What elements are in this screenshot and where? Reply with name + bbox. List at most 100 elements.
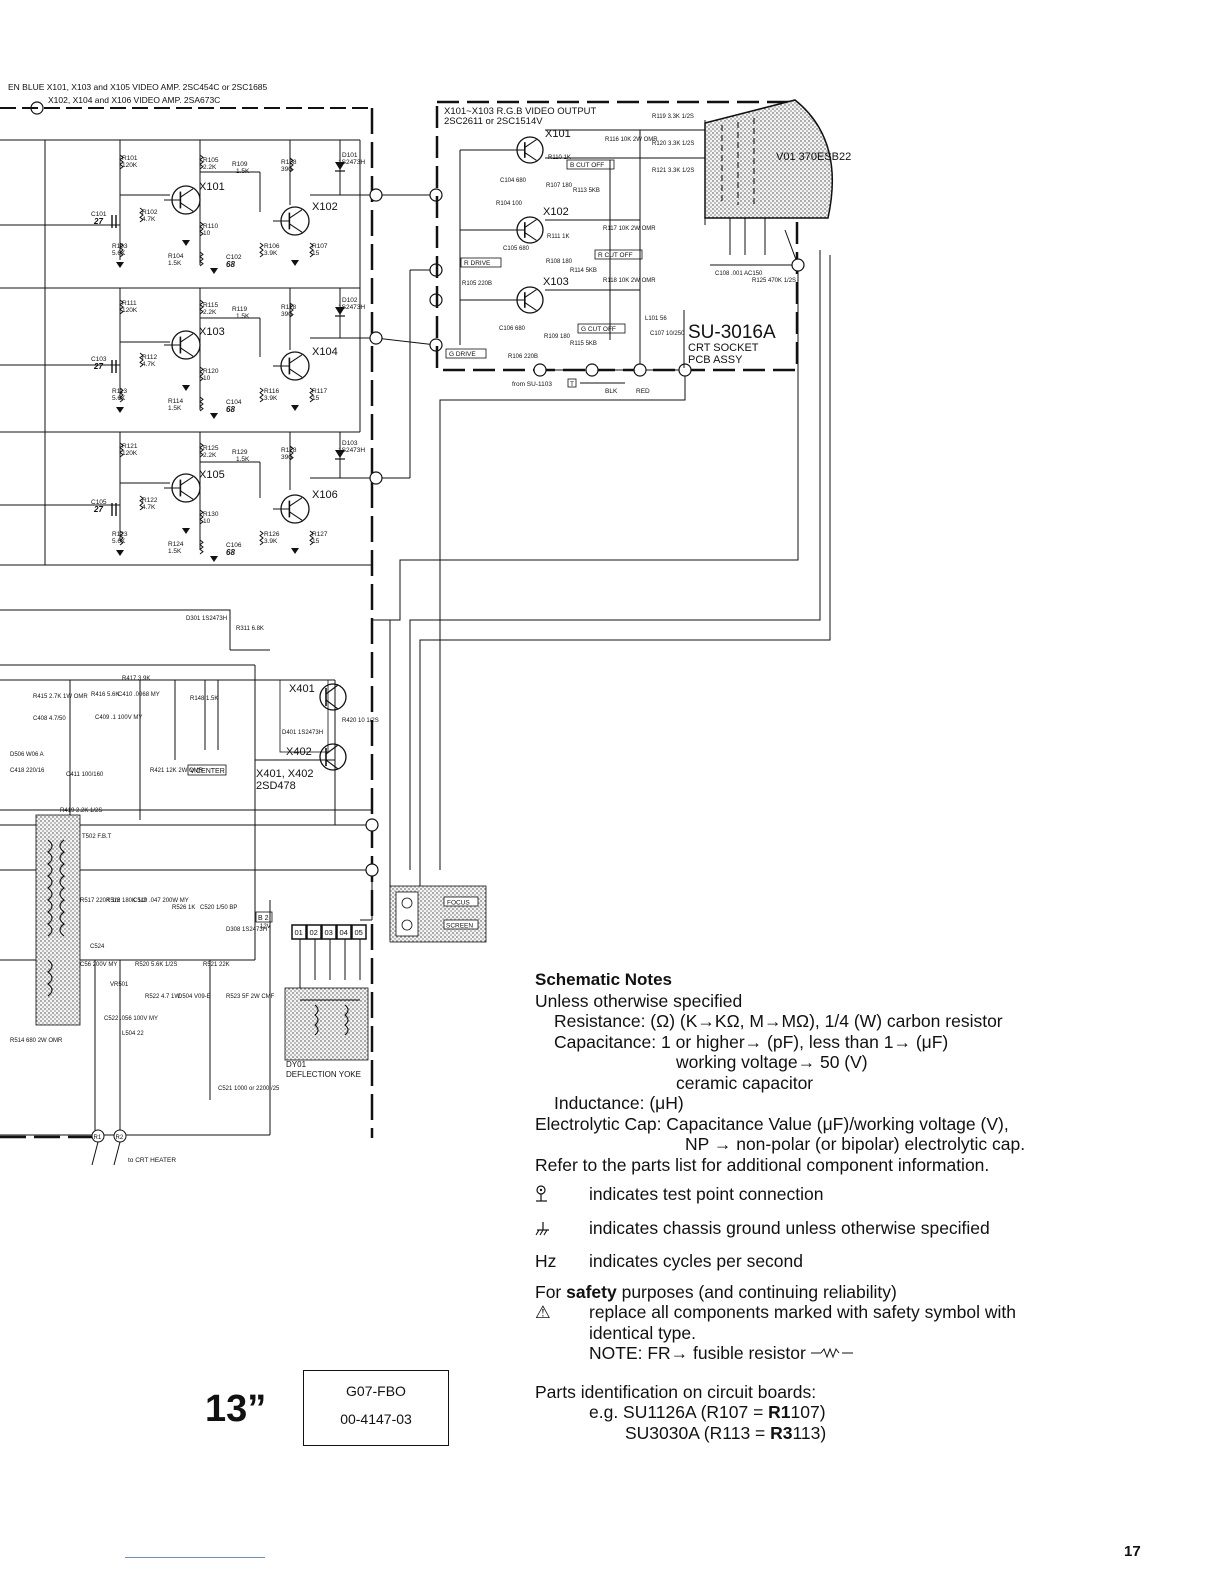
crt-component-label: R107 180 (546, 183, 573, 189)
r-e-value: 5.6K (112, 250, 126, 257)
deflection-component-label: R311 6.8K (236, 626, 264, 632)
yoke-pin-box (351, 924, 367, 940)
yoke-label-1: DY01 (286, 1060, 307, 1069)
deflection-component-label: C411 100/160 (66, 772, 104, 778)
resistor-icon (289, 302, 294, 318)
r-a-label: R104 (168, 253, 184, 260)
screen-knob-icon (401, 919, 413, 931)
r-c-label: R122 (142, 497, 158, 504)
deflection-component-label: R520 5.6K 1/2S (135, 962, 177, 968)
screen-label: SCREEN (446, 923, 473, 930)
screen-box (443, 919, 479, 930)
notes-cap-ceramic: ceramic capacitor (676, 1072, 814, 1093)
drive-box (445, 348, 487, 359)
vcenter-box (187, 764, 227, 776)
deflection-component-label: R522 4.7 1W (145, 994, 180, 1000)
r-g-label: R120 (203, 368, 219, 375)
video-amp-wiring (0, 139, 437, 566)
resistor-icon (199, 154, 204, 170)
focus-knob-icon (401, 897, 413, 909)
blk-label: BLK (605, 388, 618, 395)
r-c-value: 4.7K (142, 504, 156, 511)
crt-transistor-label: X102 (543, 206, 569, 218)
deflection-component-label: D506 W06 A (10, 752, 44, 758)
transistor-x106-icon (273, 494, 310, 524)
transistor-x103-icon (164, 330, 201, 360)
r-i-value: 15 (312, 395, 320, 402)
eg1-post: 107) (790, 1402, 826, 1422)
transistor-x104-icon (273, 351, 310, 381)
crt-component-label: R117 10K 2W OMR (603, 226, 656, 232)
deflection-component-label: L504 22 (122, 1031, 144, 1037)
diode-label: D103 (342, 440, 358, 447)
crt-component-label: C104 680 (500, 178, 527, 184)
ground-icon (182, 240, 190, 246)
yoke-pin-box (321, 924, 337, 940)
crt-component-label: C107 10/250 (650, 331, 685, 337)
resistor-icon (199, 539, 204, 555)
r-base-label: R111 (122, 300, 137, 307)
focus-label: FOCUS (447, 900, 470, 907)
red-label: RED (636, 388, 650, 395)
resistor-icon (309, 530, 314, 546)
r-i-label: R117 (312, 388, 327, 395)
yoke-pin-box (306, 924, 322, 940)
cut-off-label: R CUT OFF (598, 252, 633, 259)
drive-box (460, 257, 502, 268)
diode-label: D102 (342, 297, 358, 304)
deflection-component-label: R416 5.6K (91, 692, 119, 698)
yoke-pin-label: 02 (310, 928, 318, 937)
cut-off-label: G CUT OFF (581, 326, 616, 333)
deflection-component-label: C410 .0068 MY (118, 692, 160, 698)
crt-component-label: R119 3.3K 1/2S (652, 114, 694, 120)
cut-off-box (566, 159, 615, 170)
crt-component-label: R106 220B (508, 354, 538, 360)
r-h-value: 3.9K (264, 250, 278, 257)
resistor-icon (119, 154, 124, 170)
ground-icon (182, 385, 190, 391)
r-e-label: R113 (112, 388, 127, 395)
deflection-component-label: R420 10 1/2S (342, 718, 379, 724)
deflection-component-label: C522 .056 100V MY (104, 1016, 158, 1022)
c-in-label: C101 (91, 211, 107, 218)
x402-label: X402 (286, 746, 312, 758)
eg2-bold: R3 (770, 1422, 793, 1443)
r-j-value: 390 (281, 166, 292, 173)
crt-component-label: R115 5KB (570, 341, 597, 347)
b2-box (255, 911, 273, 923)
header-line-2: X102, X104 and X106 VIDEO AMP. 2SA673C (48, 95, 220, 105)
notes-chassis-row: indicates chassis ground unless otherwis… (535, 1218, 1215, 1243)
r-g-value: 10 (203, 230, 211, 237)
deflection-component-label: C520 1/50 BP (200, 905, 237, 911)
diode-value: 1S2473H (338, 304, 365, 311)
crt-component-label: R121 3.3K 1/2S (652, 168, 694, 174)
crt-transistor-label: X101 (545, 128, 571, 140)
crt-label-text: V01 370ESB22 (776, 151, 851, 163)
crt-component-label: R114 5KB (570, 268, 597, 274)
resistor-icon (199, 396, 204, 412)
crt-transistor-label: X103 (543, 276, 569, 288)
notes-capacitance: Capacitance: 1 or higher→ (pF), less tha… (554, 1031, 949, 1052)
flyback-coils (47, 839, 65, 997)
crt-component-label: C105 680 (503, 246, 530, 252)
notes-line-1: Unless otherwise specified (535, 990, 743, 1011)
deflection-component-label: VR501 (110, 982, 129, 988)
deflection-component-label: R523 5F 2W CMF (226, 994, 275, 1000)
vcenter-label: V.CENTER (190, 768, 225, 775)
r-a-value: 1.5K (168, 548, 182, 555)
x402-transistor (319, 743, 347, 771)
r-c-value: 4.7K (142, 361, 156, 368)
notes-safety-row: ⚠ replace all components marked with saf… (535, 1302, 1215, 1323)
notes-safety-2: identical type. (589, 1322, 697, 1343)
c-e-value: 68 (226, 548, 235, 557)
r-base-value: 120K (122, 162, 138, 169)
crt-board-title-1: X101~X103 R.G.B VIDEO OUTPUT (444, 106, 597, 117)
from-pin-box (567, 378, 577, 388)
r-g-value: 10 (203, 375, 211, 382)
c-e-value: 68 (226, 405, 235, 414)
crt-component-label: R113 5KB (573, 188, 600, 194)
cut-off-label: B CUT OFF (570, 162, 604, 169)
crt-component-label: R110 1K (548, 155, 571, 161)
